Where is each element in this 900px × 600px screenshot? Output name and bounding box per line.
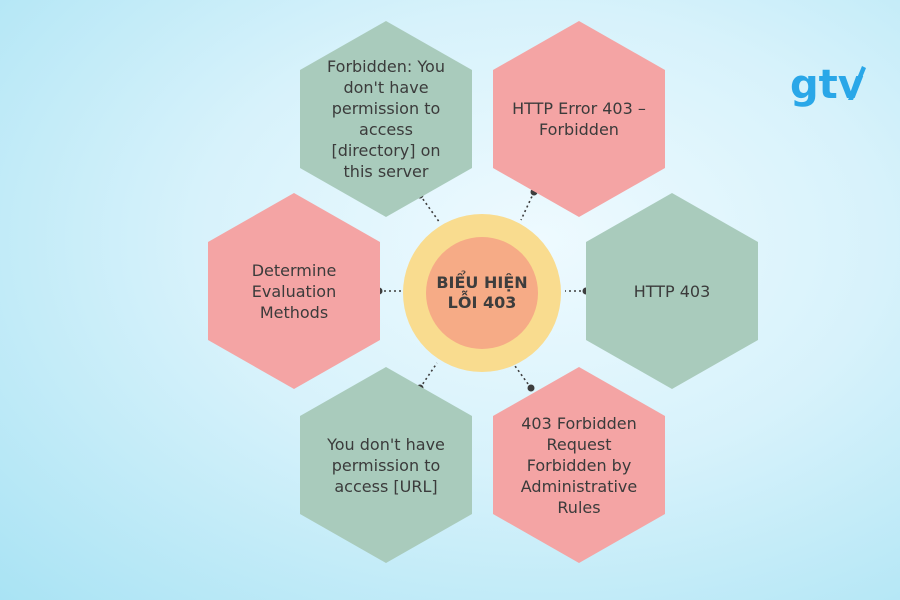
hex-http-403: HTTP 403	[586, 193, 758, 389]
hex-forbidden-administrative-rules: 403 Forbidden Request Forbidden by Admin…	[493, 367, 665, 563]
gtv-logo: gtv	[790, 62, 866, 108]
hex-label: Forbidden: You don't have permission to …	[327, 57, 445, 181]
hex-label: Determine Evaluation Methods	[251, 260, 337, 322]
hex-label: HTTP 403	[633, 281, 711, 301]
logo-swoosh	[848, 66, 866, 100]
center-ring: BIỂU HIỆN LỖI 403	[403, 214, 561, 372]
connector-top-left	[419, 194, 441, 224]
hex-http-error-403: HTTP Error 403 – Forbidden	[493, 21, 665, 217]
connector-bottom-right	[514, 365, 532, 389]
hex-label: You don't have permission to access [URL…	[327, 434, 445, 496]
connector-top-right	[520, 191, 535, 221]
hex-label: 403 Forbidden Request Forbidden by Admin…	[520, 413, 638, 517]
center-title: BIỂU HIỆN LỖI 403	[436, 273, 528, 312]
hex-label: HTTP Error 403 – Forbidden	[512, 99, 646, 139]
logo-text: gtv	[790, 62, 864, 108]
connector-dot-bottom-right	[527, 384, 535, 392]
connector-bottom-left	[419, 362, 438, 389]
center-core: BIỂU HIỆN LỖI 403	[426, 237, 538, 349]
